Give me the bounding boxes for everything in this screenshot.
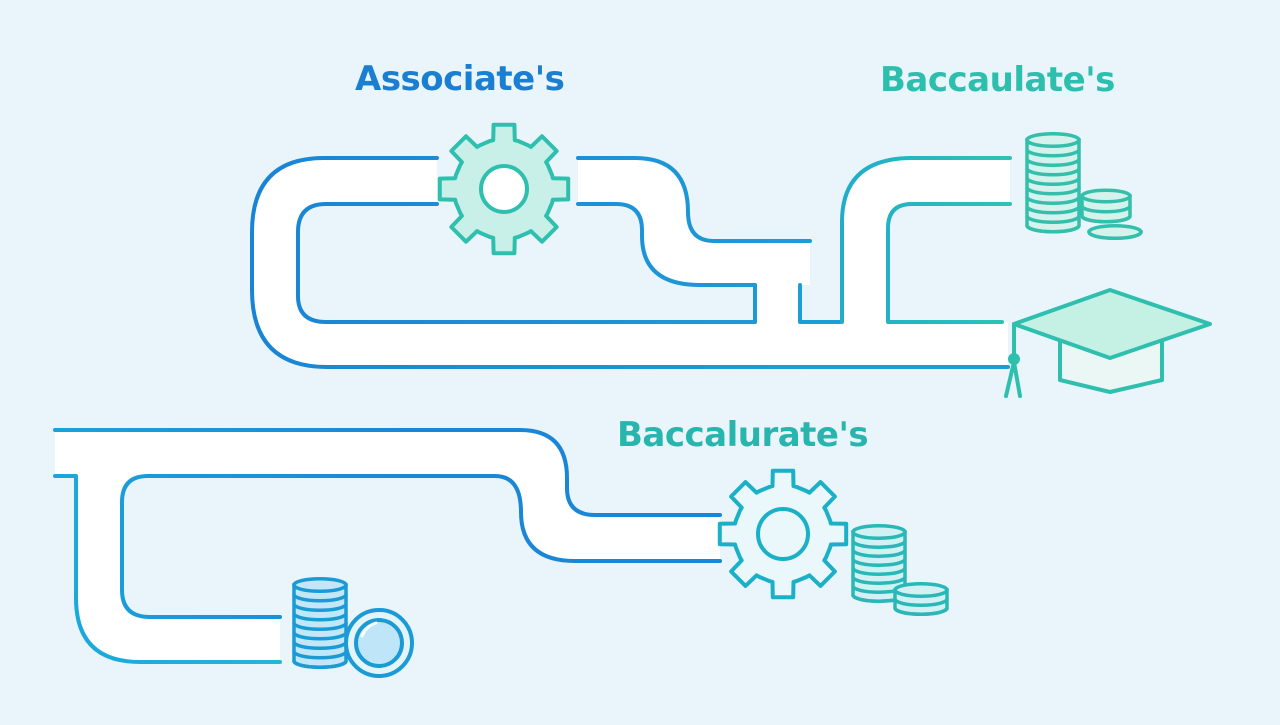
coin-stack-ridge	[851, 576, 907, 585]
coin-stack-ridge	[292, 660, 348, 669]
top-left-pathway	[250, 156, 1010, 369]
coin-stack-ridge	[1025, 177, 1081, 186]
associates-label: Associate's	[355, 59, 565, 99]
coin-stack-ridge	[1025, 215, 1081, 224]
coin-stack-ridge	[893, 598, 949, 607]
coin-stack-ridge	[851, 558, 907, 567]
coin-stack-ridge	[1080, 205, 1132, 214]
coin-stack-top	[292, 577, 348, 593]
coin-stack-ridge	[1025, 148, 1081, 158]
coin-stack-ridge	[1025, 186, 1081, 196]
coin-stack-ridge	[851, 540, 907, 549]
coin-stack-ridge	[1025, 224, 1081, 234]
bottom-pathway	[53, 428, 722, 664]
top-right-pathway	[840, 156, 1012, 324]
baccalurate-label: Baccalurate's	[617, 415, 869, 455]
coin-stack-icon	[851, 524, 949, 616]
coin-stack-ridge	[292, 612, 348, 622]
coin-stack-ridge	[292, 622, 348, 631]
coin-stack-ridge	[292, 650, 348, 660]
coin-stack-top	[893, 582, 949, 598]
coin-stack-ridge	[1025, 196, 1081, 205]
coin-stack-ridge	[1025, 158, 1081, 167]
gear-icon	[717, 468, 849, 600]
coin-stack-ridge	[893, 607, 949, 616]
coin-stack-top	[1080, 188, 1132, 204]
coin-stack-top	[1025, 132, 1081, 148]
coin-stack-ridge	[851, 567, 907, 576]
coin-stack-ridge	[851, 549, 907, 558]
coin-stack-ridge	[1025, 167, 1081, 177]
coin-stack-ridge	[292, 593, 348, 603]
coin-stack-icon	[292, 577, 348, 669]
coin-stack-ridge	[292, 631, 348, 641]
baccaulate-label: Baccaulate's	[880, 60, 1115, 100]
coin-stack-top	[851, 524, 907, 540]
graduation-cap-icon	[1004, 288, 1212, 398]
coin-icon	[344, 608, 414, 678]
coin-stack-ridge	[292, 603, 348, 612]
coin-stack-ridge	[292, 641, 348, 650]
coin-stack-icon	[1025, 132, 1143, 240]
coin-stack-ridge	[1080, 215, 1132, 224]
coin-stack-top	[1087, 224, 1143, 240]
coin-stack-ridge	[1025, 205, 1081, 215]
gear-icon	[437, 122, 571, 256]
